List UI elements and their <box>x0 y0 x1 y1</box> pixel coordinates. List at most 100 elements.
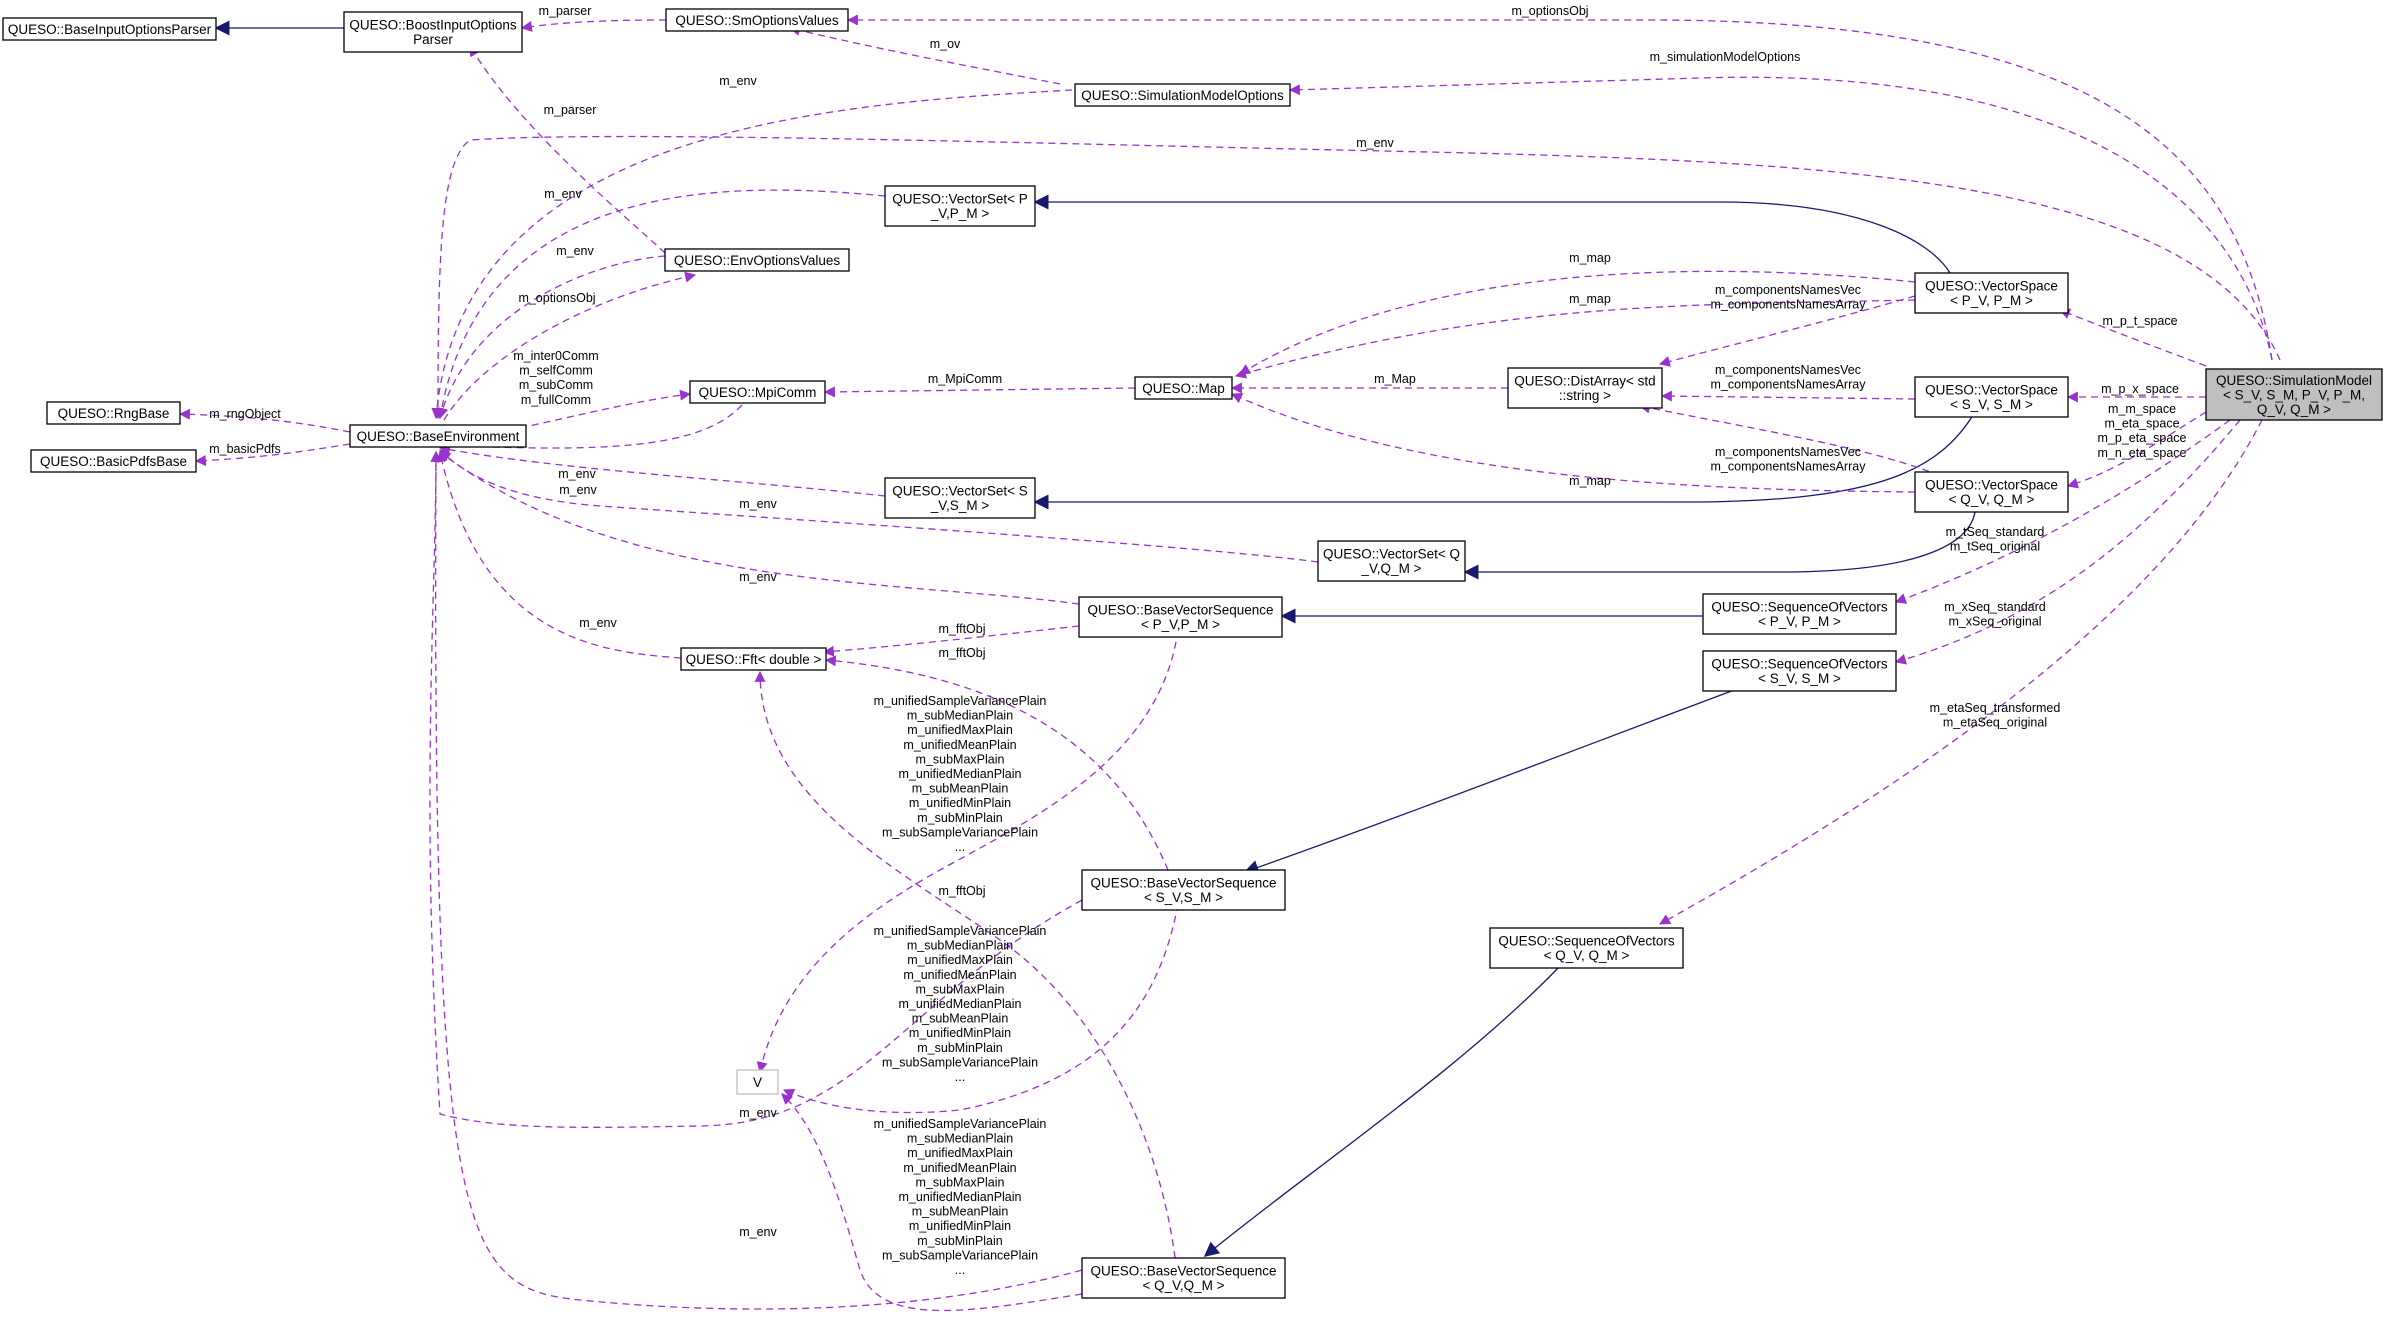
edge-label-line: m_unifiedMeanPlain <box>903 738 1016 752</box>
edge-label-line: m_componentsNamesVec <box>1715 283 1861 297</box>
class-node-envoptionsvalues[interactable]: QUESO::EnvOptionsValues <box>664 248 850 272</box>
edge-label-line: m_p_eta_space <box>2098 431 2187 445</box>
edge-vectorset-qv-env: m_env <box>439 449 1319 563</box>
class-node-label: QUESO::RngBase <box>58 406 170 421</box>
class-node-basevectorsequence-qv[interactable]: QUESO::BaseVectorSequence< Q_V,Q_M > <box>1081 1257 1286 1299</box>
edge-label-line: m_componentsNamesArray <box>1711 378 1867 392</box>
class-node-sequenceofvectors-sv[interactable]: QUESO::SequenceOfVectors< S_V, S_M > <box>1702 650 1897 692</box>
edge-line <box>469 45 666 254</box>
class-node-label: < P_V, P_M > <box>1950 293 2033 308</box>
class-node-vectorset-pv[interactable]: QUESO::VectorSet< P_V,P_M > <box>884 185 1036 227</box>
edge-label: m_optionsObj <box>518 291 595 305</box>
edge-label-line: m_unifiedSampleVariancePlain <box>874 924 1047 938</box>
edge-line <box>1203 965 1561 1257</box>
edge-label-line: m_unifiedMedianPlain <box>899 1190 1022 1204</box>
edge-label: m_map <box>1569 474 1611 488</box>
class-node-label: QUESO::SimulationModelOptions <box>1081 88 1284 103</box>
class-node-v[interactable]: V <box>736 1069 779 1095</box>
edge-line <box>1638 402 1941 477</box>
class-node-basicpdfsbase[interactable]: QUESO::BasicPdfsBase <box>30 449 197 473</box>
edge-label-line: m_unifiedMedianPlain <box>899 997 1022 1011</box>
class-node-label: < P_V, P_M > <box>1758 614 1841 629</box>
class-node-basevectorsequence-pv[interactable]: QUESO::BaseVectorSequence< P_V,P_M > <box>1078 596 1283 638</box>
edge-label-line: m_m_space <box>2108 402 2176 416</box>
class-node-sequenceofvectors-pv[interactable]: QUESO::SequenceOfVectors< P_V, P_M > <box>1702 593 1897 635</box>
edge-label-line: m_unifiedMinPlain <box>909 796 1011 810</box>
class-node-fft-double[interactable]: QUESO::Fft< double > <box>680 647 827 671</box>
edge-model-simmodeloptions: m_simulationModelOptions <box>1288 50 2273 361</box>
edge-vectorspace-sv-map: m_map <box>1234 292 1916 379</box>
class-node-label: QUESO::VectorSet< Q <box>1323 547 1460 562</box>
class-node-mpicomm[interactable]: QUESO::MpiComm <box>689 380 826 404</box>
edge-label: m_Map <box>1374 372 1416 386</box>
class-node-simulationmodel[interactable]: QUESO::SimulationModel< S_V, S_M, P_V, P… <box>2205 368 2383 421</box>
edge-label-line: m_env <box>556 244 594 258</box>
edge-label-line: m_unifiedSampleVariancePlain <box>874 694 1047 708</box>
class-node-label: QUESO::SequenceOfVectors <box>1498 934 1675 949</box>
class-node-map[interactable]: QUESO::Map <box>1134 376 1233 400</box>
class-node-baseenvironment[interactable]: QUESO::BaseEnvironment <box>349 424 527 448</box>
class-node-label: QUESO::BaseEnvironment <box>357 429 520 444</box>
class-node-rngbase[interactable]: QUESO::RngBase <box>46 401 181 425</box>
class-node-label: QUESO::SmOptionsValues <box>675 13 839 28</box>
class-node-label: QUESO::SimulationModel <box>2216 373 2372 388</box>
class-node-baseinputoptionsparser[interactable]: QUESO::BaseInputOptionsParser <box>2 17 217 41</box>
edge-label-line: m_unifiedMeanPlain <box>903 1161 1016 1175</box>
class-node-simulationmodeloptions[interactable]: QUESO::SimulationModelOptions <box>1074 83 1291 107</box>
edge-label-line: m_fftObj <box>938 622 985 636</box>
edge-label: m_fftObj <box>938 646 985 660</box>
class-node-vectorspace-qv[interactable]: QUESO::VectorSpace< Q_V, Q_M > <box>1914 471 2069 513</box>
edge-label-line: m_map <box>1569 251 1611 265</box>
edge-label-line: m_unifiedMinPlain <box>909 1219 1011 1233</box>
edge-label-line: m_env <box>558 467 596 481</box>
edge-model-env: m_env <box>432 135 2281 420</box>
edge-line <box>1463 511 1976 580</box>
edge-label-line: m_env <box>544 187 582 201</box>
edge-label-line: m_tSeq_standard <box>1946 525 2045 539</box>
edge-label-line: m_componentsNamesArray <box>1711 460 1867 474</box>
edge-line <box>782 903 1179 1114</box>
edge-line <box>178 408 351 433</box>
edge-label-line: m_subMaxPlain <box>916 982 1005 996</box>
edge-label-line: m_parser <box>544 103 597 117</box>
edge-line <box>1033 411 1976 510</box>
edge-smopts-parser: m_parser <box>520 4 667 32</box>
class-node-vectorset-sv[interactable]: QUESO::VectorSet< S_V,S_M > <box>884 477 1036 519</box>
edge-label-line: m_n_eta_space <box>2098 446 2187 460</box>
edge-vectorspace-pv-inherits-vectorset <box>1033 194 1951 274</box>
edge-label: m_optionsObj <box>1511 4 1588 18</box>
node-layer: QUESO::BaseInputOptionsParser QUESO::Boo… <box>2 8 2383 1299</box>
class-node-basevectorsequence-sv[interactable]: QUESO::BaseVectorSequence< S_V,S_M > <box>1081 869 1286 911</box>
class-node-distarray-string[interactable]: QUESO::DistArray< std::string > <box>1507 367 1663 409</box>
edge-label-line: m_tSeq_original <box>1950 540 2040 554</box>
class-node-sequenceofvectors-qv[interactable]: QUESO::SequenceOfVectors< Q_V, Q_M > <box>1489 927 1684 969</box>
class-node-vectorspace-sv[interactable]: QUESO::VectorSpace< S_V, S_M > <box>1914 376 2069 418</box>
edge-label-line: m_unifiedMaxPlain <box>907 1146 1013 1160</box>
edge-label-line: m_subComm <box>519 378 593 392</box>
class-node-vectorspace-pv[interactable]: QUESO::VectorSpace< P_V, P_M > <box>1914 272 2069 314</box>
edge-sov-sv-inherits-bvs <box>1243 685 1746 875</box>
edge-line <box>1239 270 1916 375</box>
edge-vectorset-pv-env: m_env <box>436 187 886 420</box>
edge-line <box>781 1093 1083 1312</box>
class-node-vectorset-qv[interactable]: QUESO::VectorSet< Q_V,Q_M > <box>1317 540 1466 582</box>
edge-bvs-sv-fftobj: m_fftObj <box>824 646 1169 871</box>
class-node-label: QUESO::VectorSet< P <box>892 192 1027 207</box>
edge-env-rngobject: m_rngObject <box>178 407 351 433</box>
edge-fft-env: m_env <box>436 450 682 659</box>
edge-label-line: m_env <box>559 483 597 497</box>
edge-label-line: m_env <box>719 74 757 88</box>
edge-label-line: m_subMinPlain <box>917 1041 1003 1055</box>
edge-line <box>429 450 1083 1128</box>
edge-label-line: m_etaSeq_transformed <box>1930 701 2061 715</box>
edge-simopts-env: m_env <box>431 74 1073 420</box>
edge-label: m_fftObj <box>938 622 985 636</box>
class-node-smoptionsvalues[interactable]: QUESO::SmOptionsValues <box>665 8 849 32</box>
